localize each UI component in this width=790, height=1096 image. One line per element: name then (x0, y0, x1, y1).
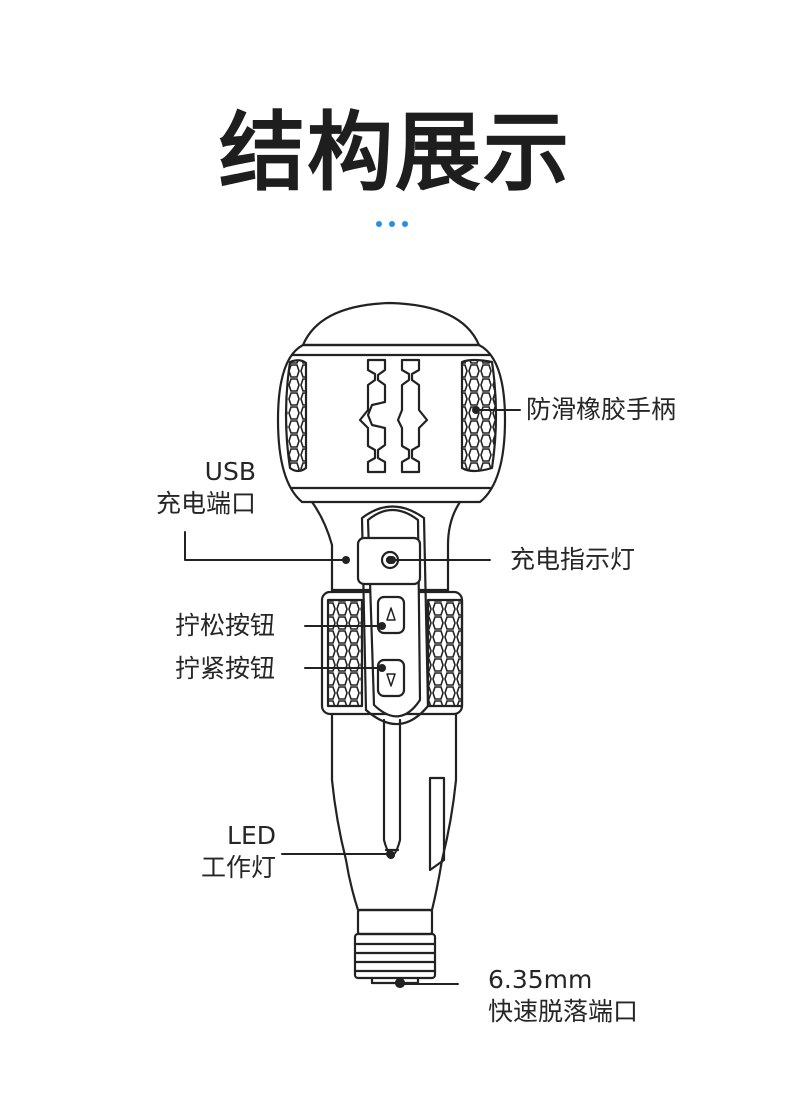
grip-puzzle-right (396, 358, 429, 474)
label-usb-line1: USB (204, 457, 256, 486)
dome-cap (301, 301, 481, 347)
threaded-nose (353, 932, 437, 980)
grip-pad-right (460, 358, 498, 473)
label-port-line1: 6.35mm (488, 965, 593, 994)
lower-body (330, 712, 458, 912)
label-usb-line2: 充电端口 (155, 489, 256, 518)
label-led-line1: LED (227, 821, 276, 850)
grip-pad-left (284, 359, 308, 473)
mid-pad-left (326, 598, 364, 708)
dot (376, 221, 382, 227)
label-led-line2: 工作灯 (200, 853, 276, 882)
neck (310, 500, 462, 592)
label-grip: 防滑橡胶手柄 (526, 395, 677, 424)
dot (389, 221, 395, 227)
grip-head (276, 343, 507, 504)
label-indicator: 充电指示灯 (510, 545, 636, 574)
label-port-line2: 快速脱落端口 (488, 997, 639, 1026)
collar (356, 908, 434, 936)
page-title: 结构展示 (219, 103, 571, 203)
led-stalk (382, 718, 402, 857)
decorative-dots (376, 221, 416, 231)
mid-pad-right (426, 598, 464, 708)
label-port: 6.35mm 快速脱落端口 (488, 964, 638, 1028)
label-loosen: 拧松按钮 (174, 611, 275, 640)
label-led: LED 工作灯 (170, 820, 276, 884)
label-usb: USB 充电端口 (130, 456, 256, 520)
label-tighten: 拧紧按钮 (174, 654, 275, 683)
dot (402, 221, 408, 227)
grip-puzzle-left (358, 358, 387, 474)
